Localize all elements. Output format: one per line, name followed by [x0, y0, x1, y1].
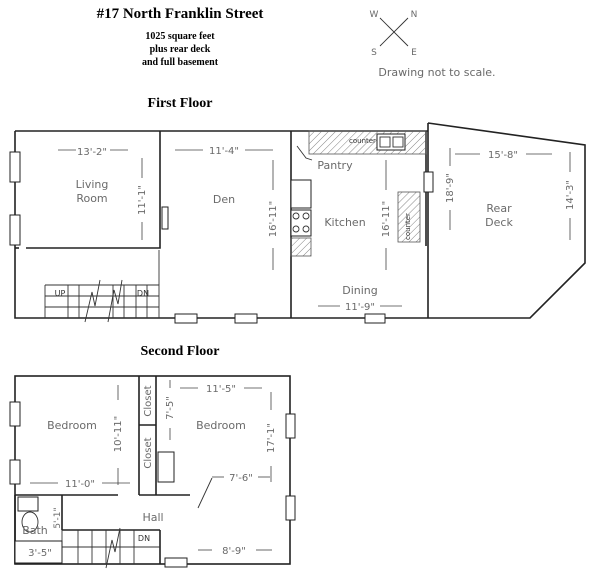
- bath-width-dim: 3'-5": [28, 548, 52, 559]
- window: [285, 413, 296, 439]
- sink: [376, 133, 406, 151]
- first-floor-stairs: [45, 279, 159, 323]
- square-footage: 1025 square feet: [145, 31, 215, 42]
- deck-width-dim: 15'-8": [488, 150, 518, 161]
- second-floor-heading: Second Floor: [141, 344, 220, 359]
- bath-height-dim: 5'-1": [53, 507, 63, 528]
- window: [9, 401, 21, 427]
- window: [9, 459, 21, 485]
- closet-depth-dim: 7'-5": [165, 396, 176, 420]
- bathroom-sink: [17, 496, 39, 512]
- counter-side-label: counter: [404, 213, 412, 240]
- bathtub: [14, 540, 63, 564]
- right-bedroom-height-dim: 17'-1": [266, 423, 277, 453]
- left-bedroom-height-dim: 10'-11": [113, 416, 124, 452]
- window: [234, 313, 258, 324]
- kitchen-height-dim: 16'-11": [381, 201, 392, 237]
- deck-depth-dim: 18'-9": [445, 173, 456, 203]
- stairs-down-label: DN: [137, 289, 149, 298]
- stairs-up-label: UP: [55, 289, 66, 298]
- dining-label: Dining: [342, 284, 378, 297]
- hall-label: Hall: [142, 511, 163, 524]
- refrigerator: [290, 179, 312, 209]
- deck-note: plus rear deck: [150, 44, 211, 55]
- second-floor-stairs: [62, 527, 160, 569]
- den-height-dim: 16'-11": [268, 201, 279, 237]
- sink-basin: [379, 136, 391, 148]
- window: [9, 214, 21, 246]
- window: [164, 557, 188, 568]
- left-bedroom-label: Bedroom: [47, 419, 97, 432]
- counter-island: [397, 191, 421, 243]
- compass-east: E: [411, 48, 417, 58]
- basement-note: and full basement: [142, 57, 219, 68]
- living-height-dim: 11'-1": [137, 185, 148, 215]
- living-room-label: Living: [76, 178, 109, 191]
- window: [174, 313, 198, 324]
- window: [423, 171, 434, 193]
- closet-bottom-label: Closet: [143, 437, 154, 468]
- compass-west: W: [370, 10, 379, 20]
- left-bedroom-width-dim: 11'-0": [65, 479, 95, 490]
- dining-width-dim: 11'-9": [345, 302, 375, 313]
- right-bedroom-label: Bedroom: [196, 419, 246, 432]
- living-room-label: Room: [76, 192, 107, 205]
- window: [9, 151, 21, 183]
- living-width-dim: 13'-2": [77, 147, 107, 158]
- toilet: [21, 511, 39, 533]
- counter-label: counter: [349, 137, 376, 145]
- sink-basin: [392, 136, 404, 148]
- compass-south: S: [371, 48, 377, 58]
- den-label: Den: [213, 193, 235, 206]
- hall-length-dim: 8'-9": [222, 546, 246, 557]
- den-width-dim: 11'-4": [209, 146, 239, 157]
- hall-width-dim: 7'-6": [229, 473, 253, 484]
- bath-label: Bath: [22, 524, 48, 537]
- compass-rose: [379, 17, 409, 47]
- plan-title: #17 North Franklin Street: [97, 6, 264, 22]
- deck-label: Rear: [486, 202, 512, 215]
- fireplace: [161, 206, 169, 230]
- compass-north: N: [411, 10, 418, 20]
- deck-side-dim: 14'-3": [565, 180, 576, 210]
- deck-label: Deck: [485, 216, 513, 229]
- window: [364, 313, 386, 324]
- first-floor-heading: First Floor: [148, 96, 213, 111]
- pantry-label: Pantry: [317, 159, 353, 172]
- stove: [290, 209, 312, 237]
- kitchen-label: Kitchen: [324, 216, 365, 229]
- stairs-down-label: DN: [138, 534, 150, 543]
- window: [285, 495, 296, 521]
- cabinet: [290, 237, 312, 257]
- closet-top-label: Closet: [143, 385, 154, 416]
- scale-note: Drawing not to scale.: [378, 66, 495, 79]
- chimney: [157, 451, 175, 483]
- right-bedroom-width-dim: 11'-5": [206, 384, 236, 395]
